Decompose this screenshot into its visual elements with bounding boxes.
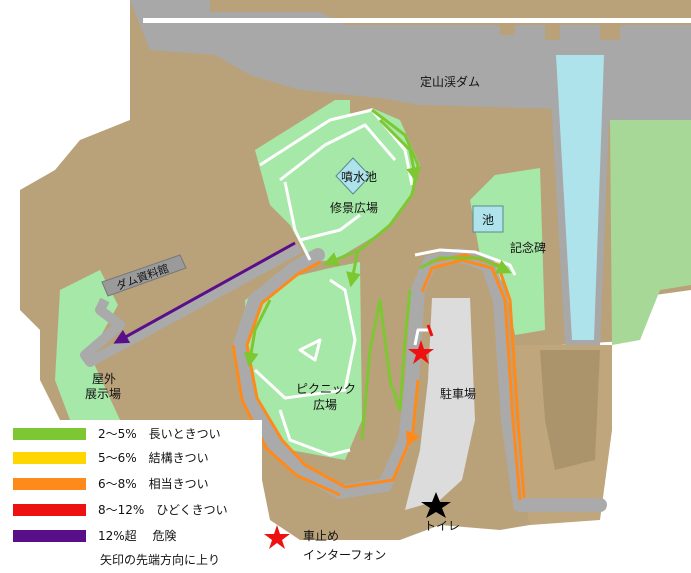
legend-label-green: 2〜5% 長いときつい (98, 427, 221, 441)
spillway-water (556, 55, 604, 340)
outdoor-exhibit-label-1: 屋外 (92, 372, 116, 386)
legend: 2〜5% 長いときつい 5〜6% 結構きつい 6〜8% 相当きつい 8〜12% … (0, 420, 386, 573)
legend-note: 矢印の先端方向に上り (100, 552, 220, 567)
toilet-label: トイレ (424, 519, 460, 533)
toilet-star (421, 492, 451, 518)
main-road (233, 248, 607, 512)
fountain-pond-label: 噴水池 (341, 170, 377, 184)
legend-swatch-red (13, 504, 86, 516)
slope-green (243, 108, 512, 441)
slope-purple (113, 241, 296, 344)
picnic-plaza-label-1: ピクニック (296, 382, 356, 396)
dam-structure (130, 0, 691, 125)
legend-swatch-orange (13, 478, 86, 490)
legend-label-purple: 12%超 危険 (98, 528, 177, 543)
right-green-field (610, 120, 691, 345)
pond-label: 池 (482, 213, 494, 227)
outdoor-exhibit-label-2: 展示場 (85, 387, 121, 401)
legend-swatch-green (13, 428, 86, 440)
lower-right-rocks (540, 350, 600, 470)
monument-label: 記念碑 (510, 240, 546, 255)
museum-building (101, 254, 187, 297)
car-stop-star (408, 340, 434, 364)
legend-swatch-purple (13, 530, 86, 542)
legend-label-yellow: 5〜6% 結構きつい (98, 451, 209, 465)
legend-star-label-1: 車止め (303, 529, 339, 543)
picnic-plaza-area (245, 262, 362, 460)
pond (472, 205, 504, 233)
legend-star-icon (264, 525, 290, 549)
legend-label-red: 8〜12% ひどくきつい (98, 503, 228, 517)
landscape-plaza-label: 修景広場 (330, 200, 378, 215)
dam-label: 定山渓ダム (420, 74, 480, 89)
dam-crest-road (143, 18, 691, 23)
picnic-plaza-label-2: 広場 (313, 398, 337, 412)
legend-label-orange: 6〜8% 相当きつい (98, 477, 209, 491)
slope-red (426, 324, 434, 337)
slope-orange (231, 253, 526, 501)
parking-label: 駐車場 (440, 386, 476, 401)
legend-star-label-2: インターフォン (303, 548, 386, 562)
parking-lot (405, 298, 475, 510)
fountain-pond (335, 157, 371, 195)
legend-swatch-yellow (13, 452, 86, 464)
